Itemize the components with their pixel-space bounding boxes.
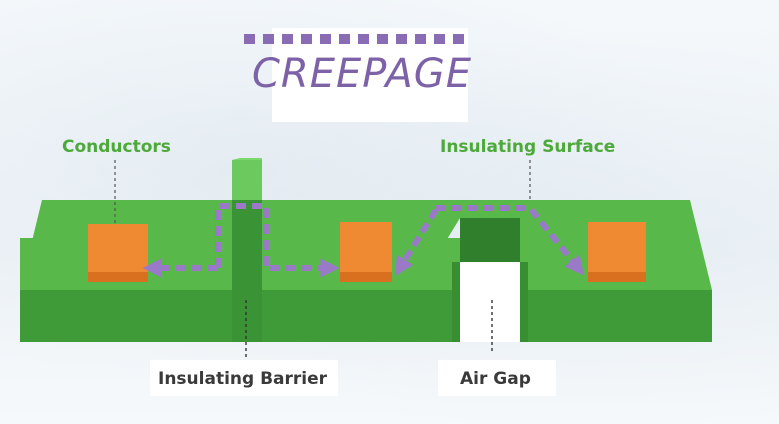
board-right-front bbox=[520, 290, 712, 342]
board-left-front bbox=[20, 290, 232, 342]
creepage-path-barrier bbox=[215, 203, 340, 278]
air-gap bbox=[460, 262, 520, 342]
air-gap-inner bbox=[460, 218, 520, 262]
creepage-path-gap-left bbox=[394, 208, 439, 277]
board-middle-front bbox=[262, 290, 460, 342]
barrier-front bbox=[232, 200, 262, 342]
diagram-title: CREEPAGE bbox=[252, 51, 472, 97]
barrier-label-panel bbox=[150, 360, 338, 396]
conductor-middle bbox=[340, 222, 392, 282]
label-air-gap: Air Gap bbox=[460, 369, 531, 389]
conductor-right bbox=[588, 222, 646, 282]
barrier-top bbox=[232, 160, 262, 200]
title-dots bbox=[244, 34, 464, 44]
label-conductors: Conductors bbox=[62, 137, 171, 157]
creepage-path-gap-right bbox=[436, 205, 584, 276]
label-insulating-barrier: Insulating Barrier bbox=[158, 369, 328, 389]
label-insulating-surface: Insulating Surface bbox=[440, 137, 615, 157]
airgap-label-panel bbox=[438, 360, 556, 396]
conductor-left bbox=[88, 224, 148, 282]
